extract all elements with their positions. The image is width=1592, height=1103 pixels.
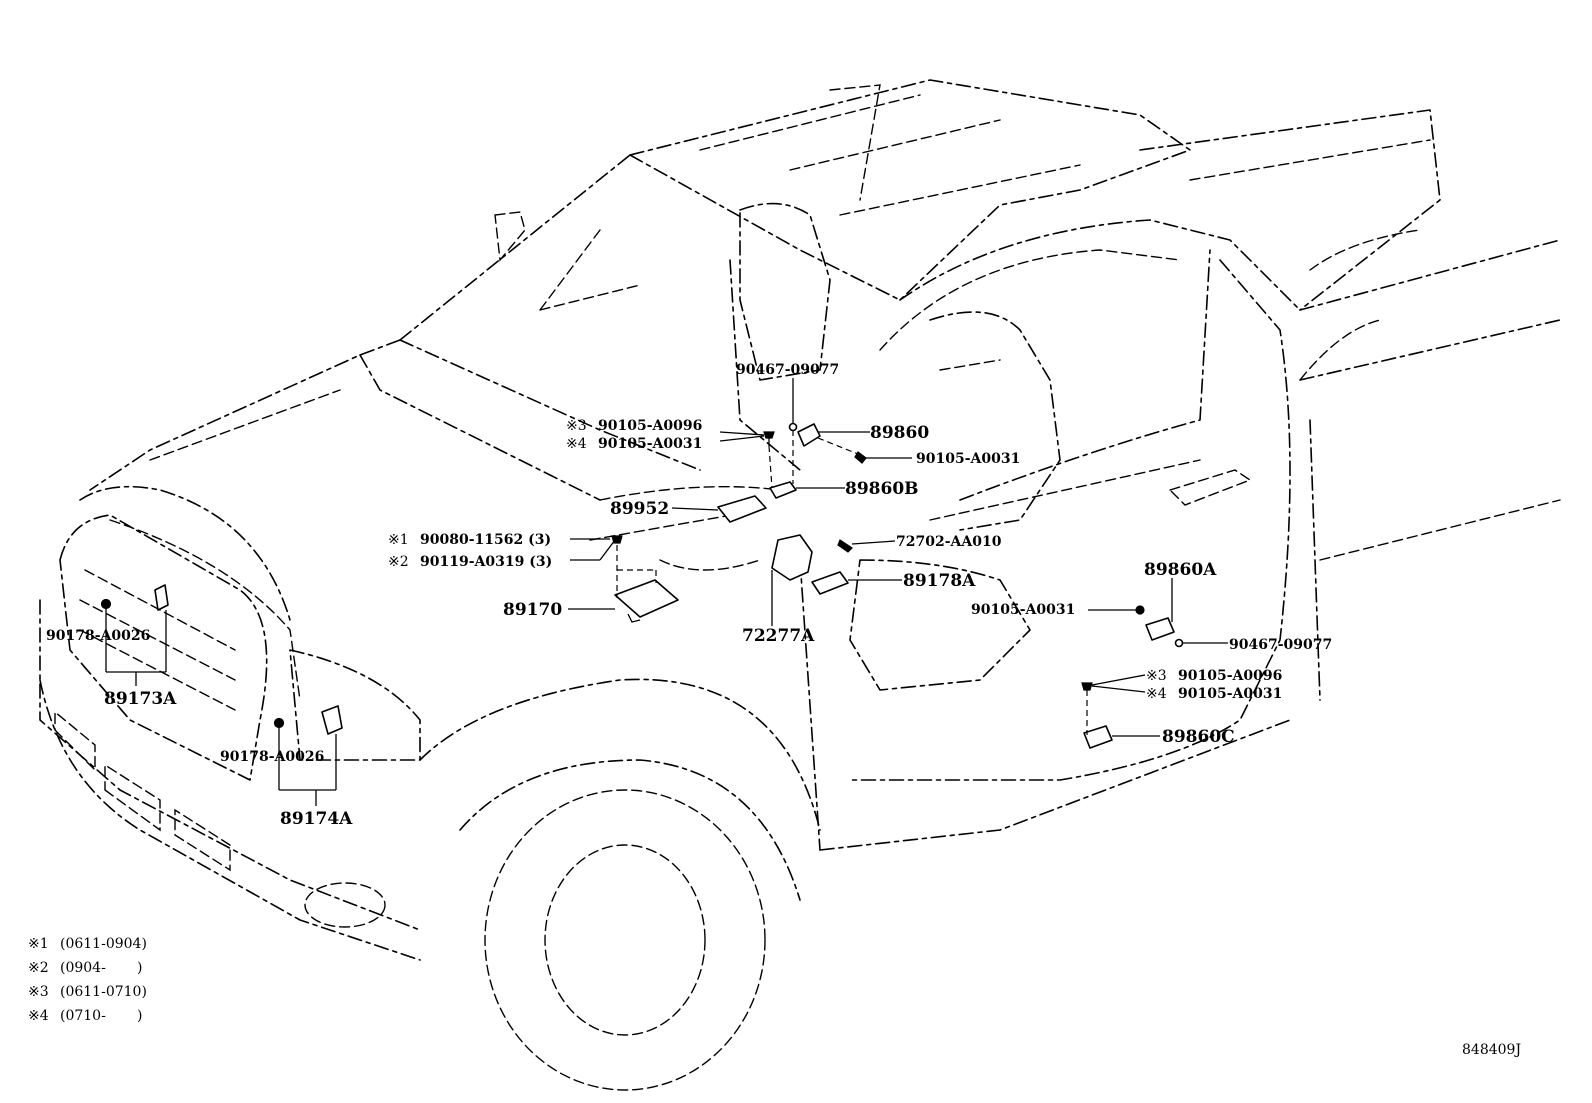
label-90105-a0031-mid: 90105-A0031 bbox=[971, 602, 1075, 618]
sensor-89860c-shape bbox=[1083, 725, 1113, 749]
sensor-89178a-shape bbox=[811, 571, 849, 595]
sensor-89860-shape bbox=[797, 423, 821, 447]
label-mark4-top: ※4 bbox=[566, 436, 587, 452]
label-89174a: 89174A bbox=[280, 809, 353, 829]
label-89860c: 89860C bbox=[1162, 727, 1235, 747]
label-72277a: 72277A bbox=[742, 626, 815, 646]
bolt-90178-center bbox=[273, 717, 285, 729]
label-89170: 89170 bbox=[503, 600, 562, 620]
label-89860b: 89860B bbox=[845, 479, 919, 499]
legend-range-2: (0904- ) bbox=[60, 960, 142, 976]
label-mark2: ※2 bbox=[388, 554, 409, 570]
label-90467-top: 90467-09077 bbox=[736, 362, 839, 378]
label-90105-a0031-right: 90105-A0031 bbox=[916, 451, 1020, 467]
sensor-89174a-shape bbox=[321, 705, 343, 735]
module-89170-shape bbox=[614, 579, 679, 618]
bolt-top-shape bbox=[763, 431, 775, 439]
module-89170-tab bbox=[627, 613, 641, 623]
legend-range-4: (0710- ) bbox=[60, 1008, 142, 1024]
legend-mark-3: ※3 bbox=[28, 984, 49, 1000]
label-mark1: ※1 bbox=[388, 532, 409, 548]
bracket-72277a-shape bbox=[771, 534, 813, 581]
legend-mark-4: ※4 bbox=[28, 1008, 49, 1024]
label-90080: 90080-11562 (3) bbox=[420, 532, 551, 548]
label-89178a: 89178A bbox=[903, 571, 976, 591]
legend-range-1: (0611-0904) bbox=[60, 936, 147, 952]
truck-outline bbox=[39, 79, 1561, 1091]
bolt-90105-right-shape bbox=[854, 451, 867, 464]
bolt-72702-shape bbox=[837, 539, 853, 553]
leader-lines bbox=[105, 378, 1228, 806]
components bbox=[100, 422, 1184, 749]
label-90467-right: 90467-09077 bbox=[1229, 637, 1332, 653]
legend-mark-2: ※2 bbox=[28, 960, 49, 976]
legend-range-3: (0611-0710) bbox=[60, 984, 147, 1000]
label-mark3-top: ※3 bbox=[566, 418, 587, 434]
label-90105-a0031-bot: 90105-A0031 bbox=[1178, 686, 1282, 702]
label-89860a: 89860A bbox=[1144, 560, 1217, 580]
label-89952: 89952 bbox=[610, 499, 669, 519]
label-90105-a0031-top: 90105-A0031 bbox=[598, 436, 702, 452]
diagram-id: 848409J bbox=[1462, 1042, 1521, 1058]
sensor-89860b-shape bbox=[769, 481, 797, 499]
sensor-89860a-shape bbox=[1145, 617, 1175, 641]
label-72702: 72702-AA010 bbox=[896, 534, 1002, 550]
label-90178-center: 90178-A0026 bbox=[220, 749, 324, 765]
label-89860: 89860 bbox=[870, 423, 929, 443]
clip-90467-top bbox=[788, 422, 798, 432]
label-89173a: 89173A bbox=[104, 689, 177, 709]
label-mark3-bot: ※3 bbox=[1146, 668, 1167, 684]
label-90119: 90119-A0319 (3) bbox=[420, 554, 552, 570]
bolt-90105-mid bbox=[1135, 605, 1145, 615]
label-90178-left: 90178-A0026 bbox=[46, 628, 150, 644]
sensor-89173a-shape bbox=[154, 584, 169, 611]
label-mark4-bot: ※4 bbox=[1146, 686, 1167, 702]
label-90105-a0096-top: 90105-A0096 bbox=[598, 418, 702, 434]
legend: ※1 (0611-0904) ※2 (0904- ) ※3 (0611-0710… bbox=[28, 936, 147, 1024]
legend-mark-1: ※1 bbox=[28, 936, 49, 952]
bolt-bottom-shape bbox=[1081, 682, 1093, 691]
label-90105-a0096-bot: 90105-A0096 bbox=[1178, 668, 1282, 684]
clip-90467-right bbox=[1174, 638, 1184, 648]
ecu-89952-shape bbox=[717, 495, 767, 523]
